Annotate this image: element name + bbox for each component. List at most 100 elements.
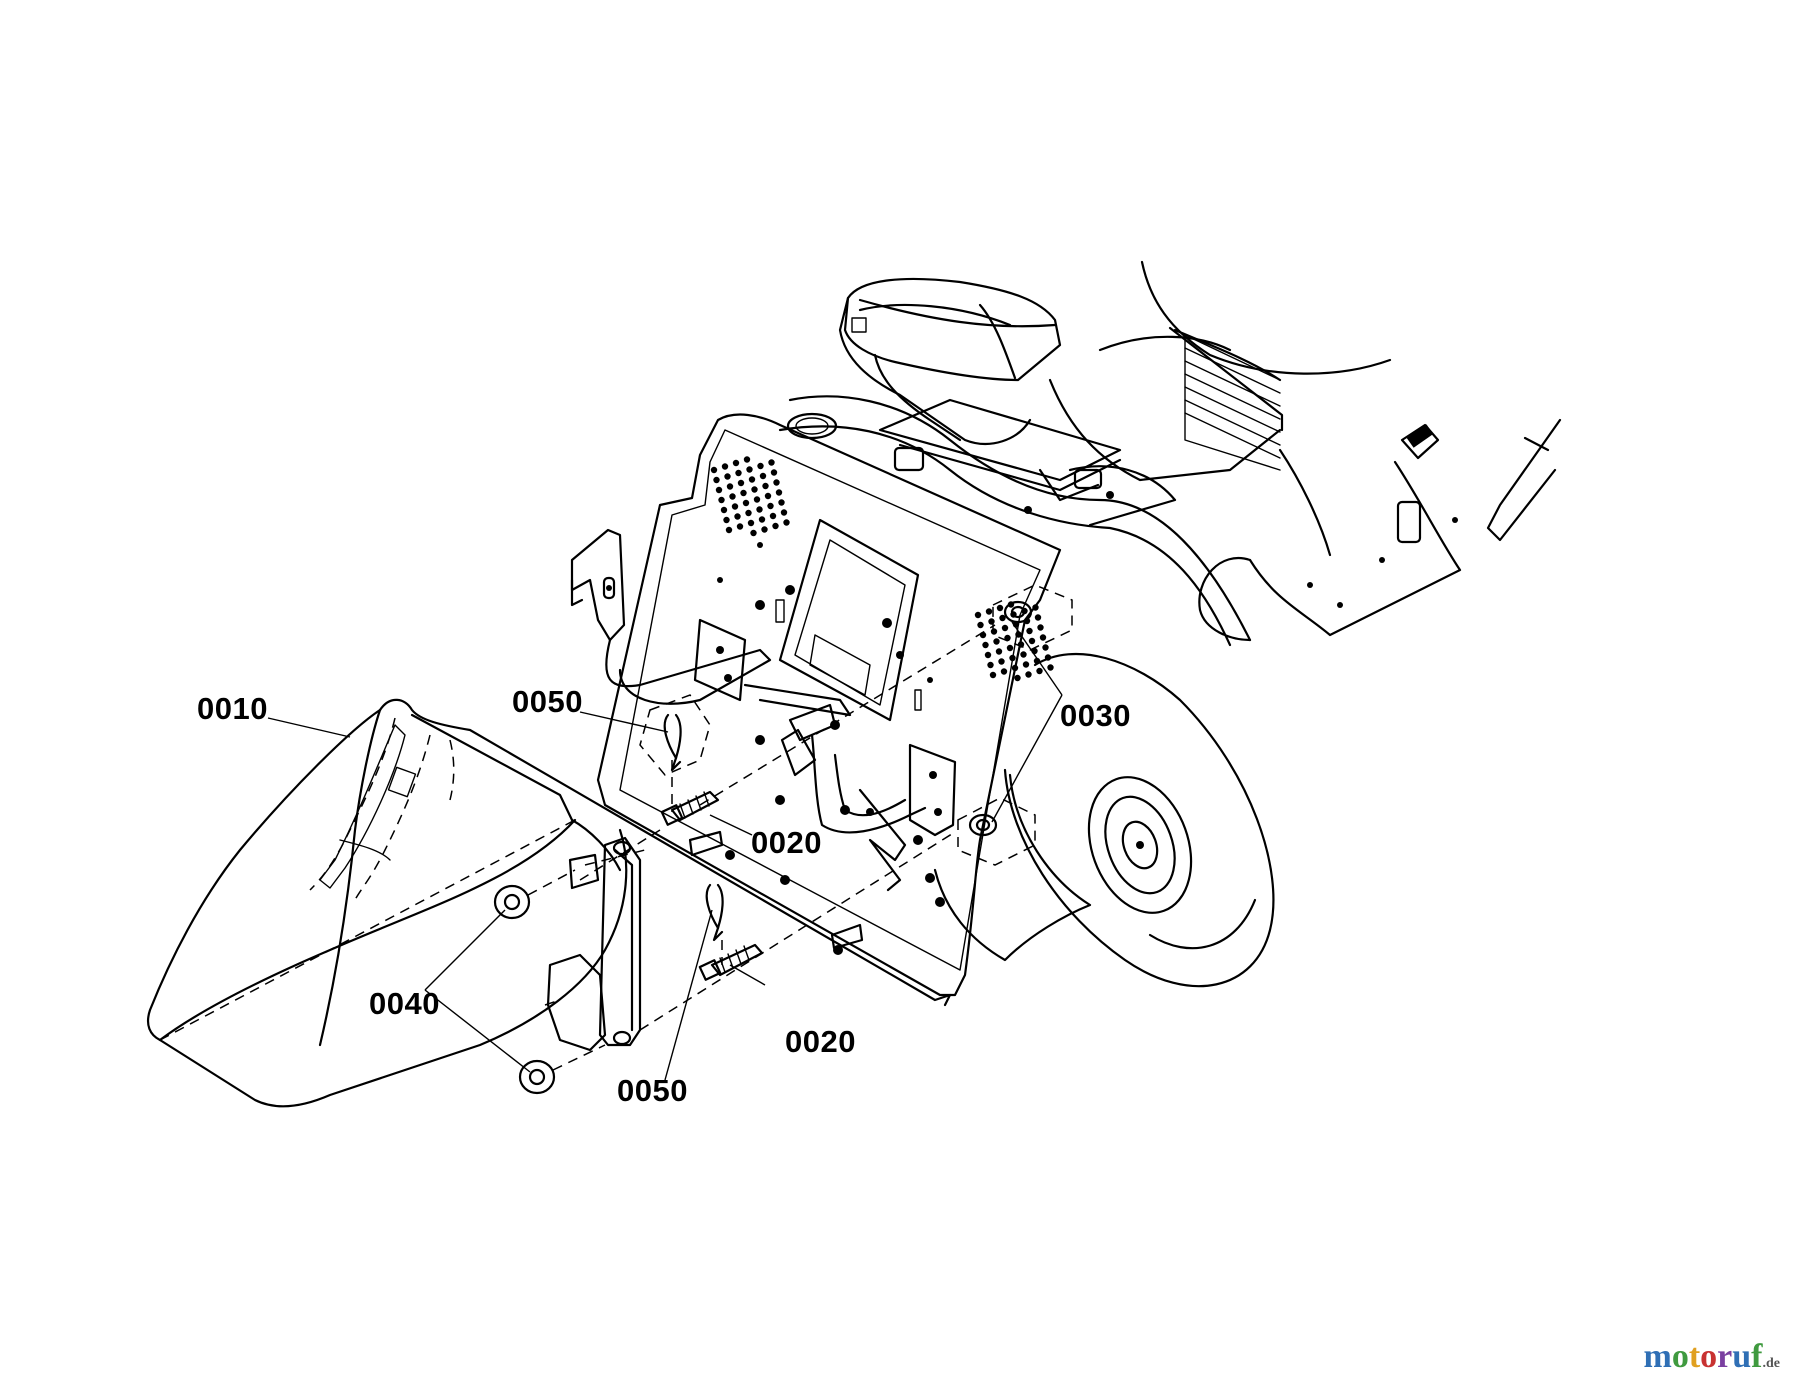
vent-hole <box>989 671 997 679</box>
vent-hole <box>1028 637 1036 645</box>
vent-hole <box>740 489 747 497</box>
watermark-letter: o <box>1700 1338 1718 1375</box>
vent-hole <box>778 499 785 506</box>
vent-hole <box>1025 671 1032 678</box>
vent-hole <box>772 522 779 530</box>
vent-hole <box>726 483 734 490</box>
vent-hole <box>1044 654 1052 661</box>
vent-hole <box>987 661 994 669</box>
vent-hole <box>753 496 761 503</box>
vent-hole <box>723 516 730 524</box>
vent-hole <box>747 519 755 527</box>
left-bracket <box>570 528 852 777</box>
vent-hole <box>985 608 993 615</box>
seat <box>838 277 1122 514</box>
vent-hole <box>748 476 756 483</box>
wheel-hub <box>1087 776 1193 914</box>
hitch-pin-lower <box>698 943 764 981</box>
vent-hole <box>731 503 739 510</box>
vent-hole <box>724 473 731 480</box>
vent-hole <box>710 466 718 474</box>
vent-hole <box>773 479 780 486</box>
watermark-letter: u <box>1732 1338 1752 1375</box>
washer-upper <box>493 884 531 920</box>
callout-0030: 0030 <box>1060 698 1131 733</box>
vent-hole <box>746 466 753 473</box>
vent-hole <box>775 489 783 496</box>
vent-hole <box>759 472 767 480</box>
vent-hole <box>988 618 995 625</box>
vent-hole <box>1006 644 1014 652</box>
vent-hole <box>1014 674 1021 682</box>
vent-hole <box>1032 604 1039 611</box>
vent-hole <box>1034 614 1042 621</box>
bushing-lower <box>957 797 1036 866</box>
control-lever <box>1396 500 1422 544</box>
callout-0010: 0010 <box>197 691 268 726</box>
discharge-chute <box>146 698 952 1108</box>
vent-hole <box>995 648 1003 655</box>
vent-hole <box>1036 667 1043 675</box>
callout-0050-lower: 0050 <box>617 1073 688 1108</box>
pedal <box>1400 423 1440 460</box>
callout-0050-upper: 0050 <box>512 684 583 719</box>
watermark-logo: motoruf.de <box>1644 1338 1781 1376</box>
vent-hole <box>745 509 752 517</box>
vent-hole <box>977 621 984 629</box>
vent-hole <box>783 519 790 526</box>
vent-hole <box>1047 664 1054 671</box>
right-bracket <box>810 733 957 892</box>
vent-hole <box>725 526 733 534</box>
bushing-upper <box>992 584 1073 651</box>
vent-hole <box>718 496 725 504</box>
vent-hole <box>999 614 1006 622</box>
vent-hole <box>780 509 788 516</box>
vent-hole <box>729 493 736 500</box>
watermark-letter: f <box>1751 1338 1763 1375</box>
clamp-upper <box>688 830 724 857</box>
vent-hole <box>720 506 728 514</box>
vent-hole <box>735 469 742 477</box>
vent-hole <box>770 469 778 476</box>
vent-hole <box>764 492 772 500</box>
vent-hole <box>1009 654 1016 662</box>
vent-hole <box>996 604 1004 612</box>
vent-hole <box>1037 624 1044 631</box>
callout-0040: 0040 <box>369 986 440 1021</box>
vent-hole <box>756 506 763 513</box>
vent-hole <box>990 628 998 635</box>
vent-hole <box>1001 624 1009 632</box>
vent-hole <box>1020 651 1027 658</box>
cup-holder <box>786 412 838 440</box>
vent-hole <box>974 611 982 619</box>
watermark-suffix: .de <box>1762 1356 1781 1371</box>
leader-lines <box>267 621 1063 1081</box>
vent-hole <box>984 651 992 659</box>
hood-grille <box>1184 334 1281 471</box>
cotter-pin-upper <box>639 694 711 776</box>
callout-0020-lower: 0020 <box>785 1024 856 1059</box>
vent-hole <box>732 459 740 467</box>
vent-grid-left <box>710 456 790 537</box>
vent-hole <box>1011 664 1019 672</box>
vent-hole <box>737 479 745 487</box>
vent-hole <box>713 476 720 484</box>
washer-lower <box>518 1059 556 1095</box>
rear-wheel <box>933 652 1275 988</box>
vent-hole <box>757 462 764 470</box>
vent-hole <box>769 512 777 520</box>
vent-hole <box>998 658 1005 665</box>
vent-hole <box>1042 644 1049 651</box>
watermark-letter: m <box>1643 1338 1672 1375</box>
vent-hole <box>734 513 741 520</box>
vent-hole <box>768 459 775 466</box>
watermark-letter: o <box>1671 1338 1689 1375</box>
vent-hole <box>1000 668 1008 675</box>
vent-hole <box>1033 657 1041 665</box>
vent-hole <box>750 529 757 537</box>
vent-hole <box>751 486 758 493</box>
center-cutout <box>778 518 920 722</box>
vent-hole <box>743 456 751 463</box>
cotter-pin-lower <box>705 883 724 942</box>
